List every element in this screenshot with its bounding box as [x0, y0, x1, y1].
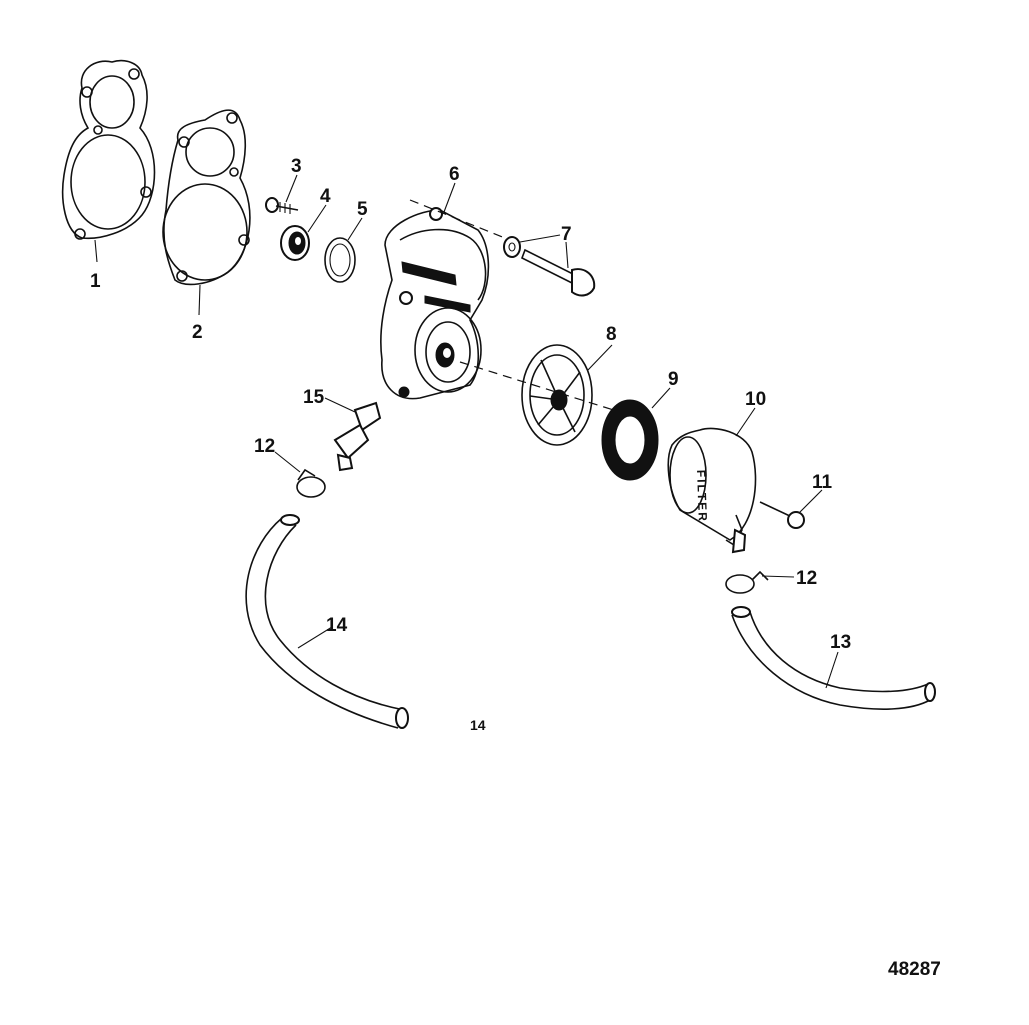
leader-9 — [651, 387, 671, 409]
filter-label: FILTER — [694, 470, 710, 524]
leader-6 — [443, 182, 456, 213]
callout-2: 2 — [192, 322, 203, 343]
leader-14 — [297, 626, 333, 649]
centerline-upper — [409, 199, 521, 245]
part-4-valve — [280, 225, 310, 261]
centerline-lower — [459, 361, 621, 413]
leader-12a — [274, 451, 301, 473]
part-7-bolt-washer — [503, 236, 596, 297]
leader-12b — [761, 575, 795, 578]
leader-13 — [825, 651, 839, 689]
part-2-gasket — [162, 109, 251, 286]
leader-5 — [347, 217, 363, 241]
callout-13: 13 — [830, 632, 851, 653]
callout-11: 11 — [812, 472, 833, 493]
part-3-screw — [265, 197, 299, 214]
callout-12-left: 12 — [254, 436, 275, 457]
part-9-filter-element — [601, 399, 659, 481]
callout-7: 7 — [561, 224, 572, 245]
callout-9: 9 — [668, 369, 679, 390]
part-12-clamp-right — [725, 570, 769, 594]
callout-6: 6 — [449, 164, 460, 185]
callout-5: 5 — [357, 199, 368, 220]
leader-2 — [198, 284, 201, 316]
callout-12-right: 12 — [796, 568, 817, 589]
part-15-fitting — [333, 401, 382, 472]
leader-7a — [519, 234, 561, 243]
part-1-gasket — [61, 59, 156, 240]
callout-1: 1 — [90, 271, 101, 292]
figure-id: 48287 — [888, 959, 941, 980]
leader-7b — [565, 241, 569, 269]
part-5-oring — [324, 237, 356, 283]
leader-15 — [324, 397, 356, 413]
part-6-pump-body — [380, 207, 490, 400]
part-12-clamp-left — [296, 468, 326, 498]
leader-4 — [307, 204, 327, 233]
callout-10: 10 — [745, 389, 766, 410]
hose-note-number: 14 — [470, 717, 486, 733]
leader-1 — [94, 239, 98, 263]
leader-11 — [799, 489, 823, 513]
leader-8 — [587, 344, 613, 371]
leader-10 — [735, 407, 756, 437]
leader-3 — [285, 174, 298, 203]
callout-8: 8 — [606, 324, 617, 345]
callout-3: 3 — [291, 156, 302, 177]
part-8-plate — [521, 344, 593, 446]
callout-15: 15 — [303, 387, 325, 408]
callout-14: 14 — [326, 615, 348, 636]
part-10-filter-bowl: FILTER — [667, 427, 757, 554]
part-13-hose — [731, 606, 936, 710]
part-11-screw — [759, 501, 805, 529]
part-14-hose — [245, 514, 409, 729]
callout-4: 4 — [320, 186, 331, 207]
